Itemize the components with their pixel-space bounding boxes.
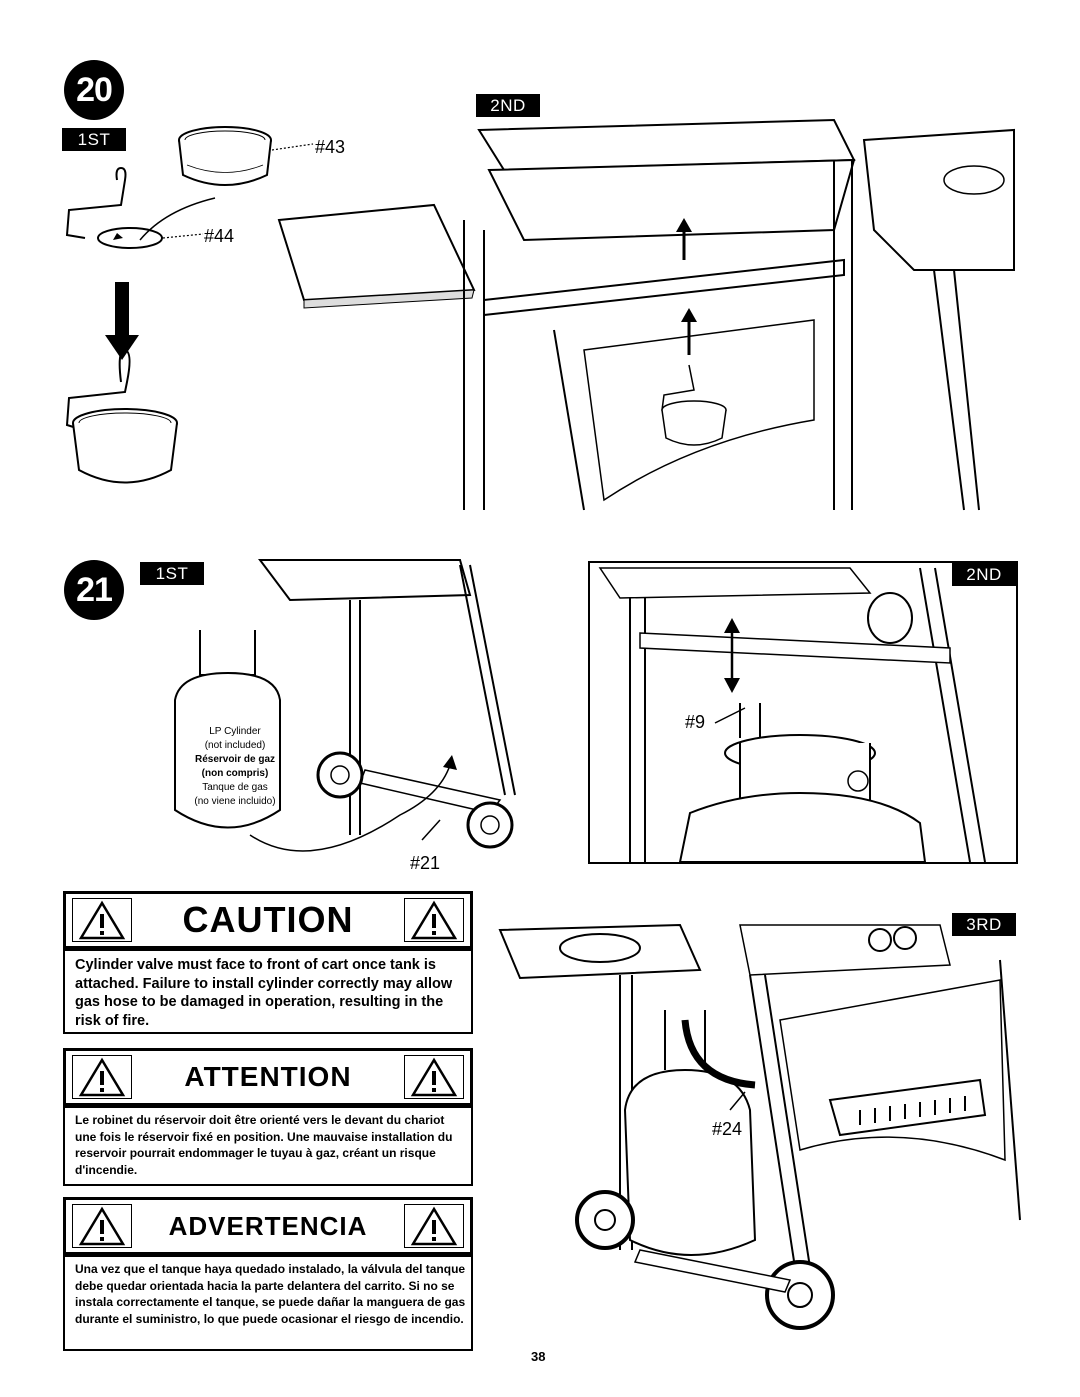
page-number: 38 xyxy=(531,1349,546,1364)
attention-left-triangle-cell xyxy=(72,1055,132,1099)
grill-drip-pan-illustration xyxy=(277,118,1015,511)
lp-cylinder-cart-illustration xyxy=(174,559,516,852)
drip-pan-parts-illustration xyxy=(65,126,314,484)
advertencia-header: ADVERTENCIA xyxy=(63,1197,473,1255)
part-44-label: #44 xyxy=(204,226,235,246)
step-20-first-label: 1ST xyxy=(62,128,126,151)
caution-text: Cylinder valve must face to front of car… xyxy=(75,957,453,1029)
attention-title: ATTENTION xyxy=(184,1061,352,1092)
caution-left-triangle-cell xyxy=(72,898,132,942)
part-9-label: #9 xyxy=(685,712,706,732)
warning-triangle-icon xyxy=(78,1206,126,1246)
step-20-number: 20 xyxy=(64,60,124,120)
cylinder-bracket-illustration xyxy=(598,567,986,863)
step-21-second-label: 2ND xyxy=(952,563,1016,586)
part-24-label: #24 xyxy=(712,1119,743,1139)
step-21-first-label: 1ST xyxy=(140,562,204,585)
lp-line-5: Tanque de gas xyxy=(202,782,268,793)
advertencia-body xyxy=(63,1255,473,1351)
warning-triangle-icon xyxy=(410,1206,458,1246)
warning-triangle-icon xyxy=(410,1057,458,1097)
part-21-label: #21 xyxy=(410,853,441,873)
caution-right-triangle-cell xyxy=(404,898,464,942)
advertencia-text: Una vez que el tanque haya quedado insta… xyxy=(75,1262,466,1326)
caution-title: CAUTION xyxy=(182,899,354,940)
lp-line-6: (no viene incluido) xyxy=(194,796,276,807)
warning-triangle-icon xyxy=(410,900,458,940)
caution-body xyxy=(63,949,473,1034)
lp-cylinder-label: LP Cylinder (not included) Réservoir de … xyxy=(180,725,290,809)
attention-right-triangle-cell xyxy=(404,1055,464,1099)
attention-body xyxy=(63,1106,473,1186)
advertencia-right-triangle-cell xyxy=(404,1204,464,1248)
step-20-second-label: 2ND xyxy=(476,94,540,117)
step-21-number: 21 xyxy=(64,560,124,620)
step-21-third-label: 3RD xyxy=(952,913,1016,936)
attention-text: Le robinet du réservoir doit être orient… xyxy=(75,1113,453,1177)
lp-line-4: (non compris) xyxy=(201,768,269,779)
cylinder-installed-illustration xyxy=(498,923,1021,1330)
lp-line-3: Réservoir de gaz xyxy=(194,754,276,765)
part-43-label: #43 xyxy=(315,137,346,157)
lp-line-1: LP Cylinder xyxy=(209,726,261,737)
advertencia-left-triangle-cell xyxy=(72,1204,132,1248)
attention-header: ATTENTION xyxy=(63,1048,473,1106)
caution-header: CAUTION xyxy=(63,891,473,949)
lp-line-2: (not included) xyxy=(204,740,266,751)
warning-triangle-icon xyxy=(78,1057,126,1097)
warning-triangle-icon xyxy=(78,900,126,940)
advertencia-title: ADVERTENCIA xyxy=(168,1210,368,1241)
